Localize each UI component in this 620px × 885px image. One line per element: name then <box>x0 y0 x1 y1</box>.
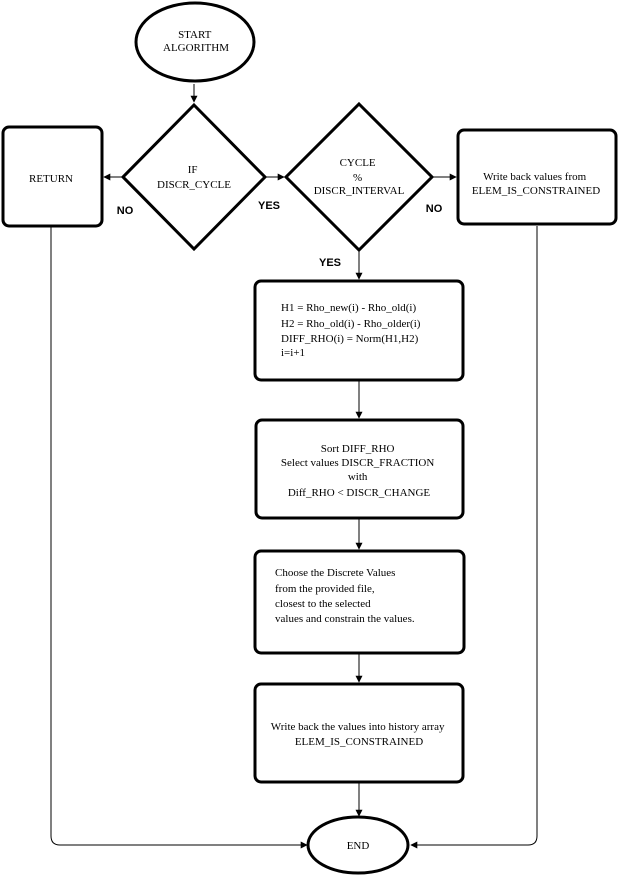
choose-discrete-node: Choose the Discrete Values from the prov… <box>253 549 466 655</box>
svg-text:Write back values from E: Write back values from ELEM_IS_CONSTRAIN… <box>472 171 600 197</box>
svg-text:Write back the values into his: Write back the values into history array… <box>271 721 447 748</box>
svg-text:IF DISCR_CYCLE: IF DISCR_CYCLE <box>157 164 231 191</box>
sort-select-node: Sort DIFF_RHO Select values DISCR_FRACTI… <box>254 418 465 520</box>
compute-line-4: i=i+1 <box>281 347 305 359</box>
svg-text:RETURN: RETURN <box>29 173 73 185</box>
history-line-1: Write back the values into history array <box>271 721 445 733</box>
choose-line-2: from the provided file, <box>275 583 375 595</box>
edge-writeback-to-end <box>410 226 538 849</box>
sort-line-3: with <box>348 471 368 483</box>
return-node: RETURN <box>1 125 104 228</box>
sort-line-2: Select values DISCR_FRACTION <box>281 457 434 469</box>
compute-line-2: H2 = Rho_old(i) - Rho_older(i) <box>281 318 421 330</box>
compute-line-1: H1 = Rho_new(i) - Rho_old(i) <box>281 302 416 314</box>
choose-line-1: Choose the Discrete Values <box>275 567 395 579</box>
history-line-2: ELEM_IS_CONSTRAINED <box>295 736 423 748</box>
svg-text:START ALGORITHM: START ALGORITHM <box>163 29 229 54</box>
write-back-values-node: Write back values from ELEM_IS_CONSTRAIN… <box>456 128 618 226</box>
write-back-line-2: ELEM_IS_CONSTRAINED <box>472 185 600 197</box>
edge-label-if-no: NO <box>117 205 134 217</box>
edge-label-cycle-no: NO <box>426 203 443 215</box>
return-label: RETURN <box>29 173 73 185</box>
svg-text:Choose the Discrete Values: Choose the Discrete Values from the prov… <box>275 567 415 625</box>
choose-line-3: closest to the selected <box>275 598 371 610</box>
edge-label-cycle-yes: YES <box>319 257 341 269</box>
sort-line-4: Diff_RHO < DISCR_CHANGE <box>288 487 431 499</box>
decision-if-line-2: DISCR_CYCLE <box>157 179 231 191</box>
svg-text:CYCLE % DISCR_INTE: CYCLE % DISCR_INTERVAL <box>314 157 405 197</box>
start-line-1: START <box>178 29 212 41</box>
end-label: END <box>347 840 370 852</box>
edges <box>50 84 538 849</box>
compute-diff-node: H1 = Rho_new(i) - Rho_old(i) H2 = Rho_ol… <box>253 279 465 382</box>
decision-cycle-mod: CYCLE % DISCR_INTERVAL <box>283 101 435 253</box>
decision-if-discr-cycle: IF DISCR_CYCLE <box>120 102 268 252</box>
svg-text:END: END <box>347 840 370 852</box>
write-back-line-1: Write back values from <box>483 171 587 183</box>
start-line-2: ALGORITHM <box>163 42 229 54</box>
start-node: START ALGORITHM <box>134 1 256 83</box>
decision-cycle-line-3: DISCR_INTERVAL <box>314 185 405 197</box>
sort-line-1: Sort DIFF_RHO <box>321 443 395 455</box>
edge-label-if-yes: YES <box>258 200 280 212</box>
compute-line-3: DIFF_RHO(i) = Norm(H1,H2) <box>281 333 419 345</box>
svg-text:Sort DIFF_RHO Select val: Sort DIFF_RHO Select values DISCR_FRACTI… <box>281 443 437 499</box>
decision-if-line-1: IF <box>188 164 198 176</box>
edge-return-to-end <box>50 226 308 849</box>
write-history-node: Write back the values into history array… <box>253 682 465 784</box>
decision-cycle-line-1: CYCLE <box>340 157 376 169</box>
decision-cycle-line-2: % <box>353 172 362 184</box>
end-node: END <box>306 815 410 875</box>
choose-line-4: values and constrain the values. <box>275 613 415 625</box>
svg-text:H1 = Rho_new(i) - Rho_old(i): H1 = Rho_new(i) - Rho_old(i) H2 = Rho_ol… <box>281 302 423 359</box>
